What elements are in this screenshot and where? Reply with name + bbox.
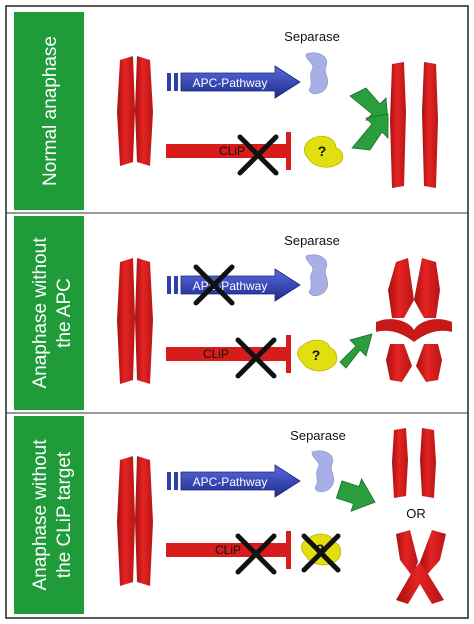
sidebar-panel-3 bbox=[14, 416, 84, 614]
apc-pathway-label: APC-Pathway bbox=[193, 279, 268, 293]
side-label-panel-3-line-1: Anaphase without bbox=[30, 439, 51, 591]
apc-pathway-arrow: APC-Pathway bbox=[167, 65, 301, 99]
question-mark: ? bbox=[318, 143, 327, 159]
apc-pathway-arrow: APC-Pathway bbox=[167, 264, 301, 306]
chromosome-joined bbox=[117, 258, 153, 384]
separase-label: Separase bbox=[284, 233, 340, 248]
x-shaped-chromosome bbox=[396, 530, 446, 604]
separated-chromatids bbox=[392, 428, 436, 498]
clip-label: CLiP bbox=[219, 144, 245, 158]
clip-label: CLiP bbox=[203, 347, 229, 361]
separase-protein bbox=[305, 52, 328, 95]
result-arrow bbox=[339, 333, 373, 369]
result-arrow bbox=[351, 113, 389, 151]
result-arrow bbox=[335, 477, 376, 512]
torn-chromosome bbox=[376, 258, 452, 382]
separase-protein bbox=[305, 254, 328, 297]
side-label-panel-1: Normal anaphase bbox=[40, 36, 61, 186]
side-label-panel-2-line-1: Anaphase without bbox=[30, 237, 51, 389]
cross-icon bbox=[301, 533, 341, 573]
clip-inhibitor: CLiP bbox=[166, 531, 291, 575]
sidebar-panel-2 bbox=[14, 216, 84, 410]
clip-label: CLiP bbox=[215, 543, 241, 557]
chromosome-joined bbox=[117, 56, 153, 166]
cross-icon bbox=[235, 337, 277, 379]
panel-without-clip-target: Anaphase without the CLiP target APC-Pat… bbox=[14, 416, 446, 614]
clip-inhibitor: CLiP bbox=[166, 335, 291, 379]
question-mark: ? bbox=[312, 347, 321, 363]
or-label: OR bbox=[406, 506, 426, 521]
side-label-panel-2-line-2: the APC bbox=[54, 278, 75, 348]
panel-without-apc: Anaphase without the APC APC-Pathway Sep… bbox=[14, 216, 452, 410]
separase-protein bbox=[311, 450, 334, 493]
cross-icon bbox=[235, 533, 277, 575]
apc-pathway-label: APC-Pathway bbox=[193, 76, 268, 90]
clip-inhibitor: CLiP bbox=[166, 132, 291, 176]
separase-label: Separase bbox=[284, 29, 340, 44]
chromosome-joined bbox=[117, 456, 153, 586]
sidebar-panel-1 bbox=[14, 12, 84, 210]
clip-target-protein bbox=[304, 135, 344, 168]
apc-pathway-arrow: APC-Pathway bbox=[167, 464, 301, 498]
result-arrow bbox=[349, 87, 389, 123]
panel-normal-anaphase: Normal anaphase APC-Pathway Separase CLi… bbox=[14, 12, 438, 210]
separase-label: Separase bbox=[290, 428, 346, 443]
apc-pathway-label: APC-Pathway bbox=[193, 475, 268, 489]
side-label-panel-3-line-2: the CLiP target bbox=[54, 451, 75, 578]
clip-target-protein bbox=[297, 339, 338, 372]
separated-chromatids bbox=[390, 62, 438, 188]
cross-icon bbox=[237, 134, 279, 176]
cross-icon bbox=[193, 264, 235, 306]
